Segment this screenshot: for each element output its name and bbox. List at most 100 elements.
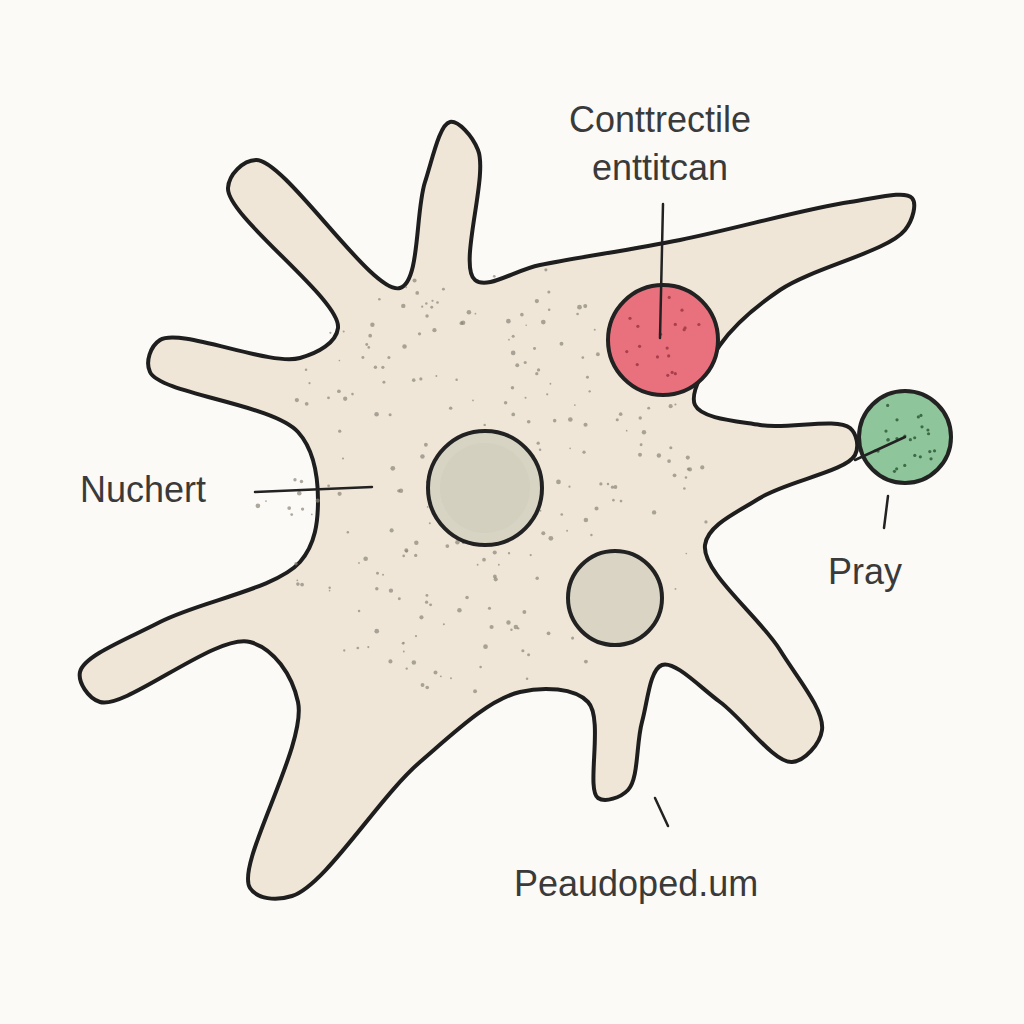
granule <box>461 320 465 324</box>
cell-membrane <box>80 122 915 899</box>
granule <box>327 396 330 399</box>
granule <box>370 323 374 327</box>
speckle <box>893 470 896 473</box>
granule <box>594 507 598 511</box>
granule <box>506 620 510 624</box>
leader-line <box>655 798 668 826</box>
granule <box>343 331 345 333</box>
granule <box>647 407 650 410</box>
amoeba-body <box>80 122 915 899</box>
speckle <box>903 464 906 467</box>
granule <box>594 329 596 331</box>
granule <box>638 453 642 457</box>
granule <box>688 467 692 471</box>
granule <box>420 454 425 459</box>
speckle <box>928 450 931 453</box>
granule <box>300 480 303 483</box>
granule <box>584 660 588 664</box>
granule <box>640 443 643 446</box>
granule <box>419 615 423 619</box>
granule <box>450 677 452 679</box>
granule <box>445 544 449 548</box>
granule <box>413 278 417 282</box>
speckle <box>636 325 639 328</box>
granule <box>429 522 431 524</box>
granule <box>568 417 573 422</box>
granule <box>550 383 552 385</box>
speckle <box>674 372 677 375</box>
granule <box>589 390 591 392</box>
granule <box>599 482 602 485</box>
granule <box>432 328 436 332</box>
granule <box>401 304 405 308</box>
granule <box>607 483 609 485</box>
granule <box>327 484 330 487</box>
speckle <box>920 425 923 428</box>
granule <box>442 288 445 291</box>
granule <box>685 553 687 555</box>
granule <box>339 360 341 362</box>
granule <box>511 413 515 417</box>
granule <box>657 453 661 457</box>
granule <box>388 659 392 663</box>
granule <box>387 356 390 359</box>
granule <box>455 378 457 380</box>
granule <box>674 403 676 405</box>
granule <box>328 587 330 589</box>
granule <box>473 689 477 693</box>
granule <box>367 346 370 349</box>
granule <box>620 500 623 503</box>
granule <box>582 451 585 454</box>
vacuole-speckles <box>625 296 936 473</box>
granule <box>548 308 551 311</box>
speckle <box>625 350 628 353</box>
granule <box>613 485 617 489</box>
granule <box>467 310 472 315</box>
granule <box>525 324 527 326</box>
granule <box>526 678 529 681</box>
granule <box>427 506 429 508</box>
granule <box>374 366 377 369</box>
granule <box>382 574 384 576</box>
granule <box>553 419 557 423</box>
granule <box>548 536 553 541</box>
granule <box>389 413 392 416</box>
granule <box>256 503 261 508</box>
granule <box>479 666 482 669</box>
granule <box>584 518 589 523</box>
part-label: Pray <box>828 548 938 596</box>
granule <box>424 443 428 447</box>
granule <box>414 554 417 557</box>
granule <box>535 577 538 580</box>
speckle <box>909 438 912 441</box>
granule <box>560 342 564 346</box>
granule <box>539 448 541 450</box>
granule <box>535 372 538 375</box>
granule <box>390 466 395 471</box>
part-label: Nuchert <box>80 466 255 514</box>
granule <box>295 398 299 402</box>
granule <box>343 397 347 401</box>
granule <box>504 401 507 404</box>
speckle <box>697 323 700 326</box>
granule <box>581 356 584 359</box>
granule <box>493 550 497 554</box>
granule <box>374 412 379 417</box>
speckle <box>913 454 916 457</box>
nucleus-shade <box>440 443 530 533</box>
speckle <box>636 363 639 366</box>
speckle <box>666 347 669 350</box>
granule <box>406 667 408 669</box>
granule <box>294 562 297 565</box>
granule <box>521 649 524 652</box>
part-label: Peaudoped.um <box>514 860 874 908</box>
granule <box>337 492 341 496</box>
granule <box>425 686 429 690</box>
leader-line <box>884 496 888 528</box>
leader-line <box>660 204 663 338</box>
granule <box>704 520 707 523</box>
granule <box>541 320 546 325</box>
speckle <box>895 418 898 421</box>
speckle <box>884 429 887 432</box>
